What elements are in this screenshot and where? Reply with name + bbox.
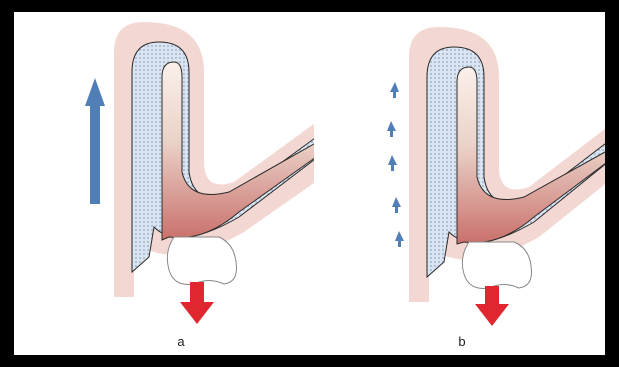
tooth-crown (462, 242, 531, 288)
tooth-crown (167, 237, 236, 284)
panel-label-a: a (171, 334, 191, 349)
panel-a: a (14, 12, 314, 355)
down-arrow-icon (180, 282, 214, 324)
down-arrow-icon (475, 286, 509, 326)
panel-b: b (309, 12, 605, 355)
panel-a-illustration (14, 12, 314, 355)
panel-b-illustration (309, 12, 605, 355)
up-arrow-icon (85, 78, 105, 204)
up-arrow-icon (387, 82, 404, 247)
figure-canvas: a (14, 12, 605, 355)
panel-label-b: b (452, 334, 472, 349)
